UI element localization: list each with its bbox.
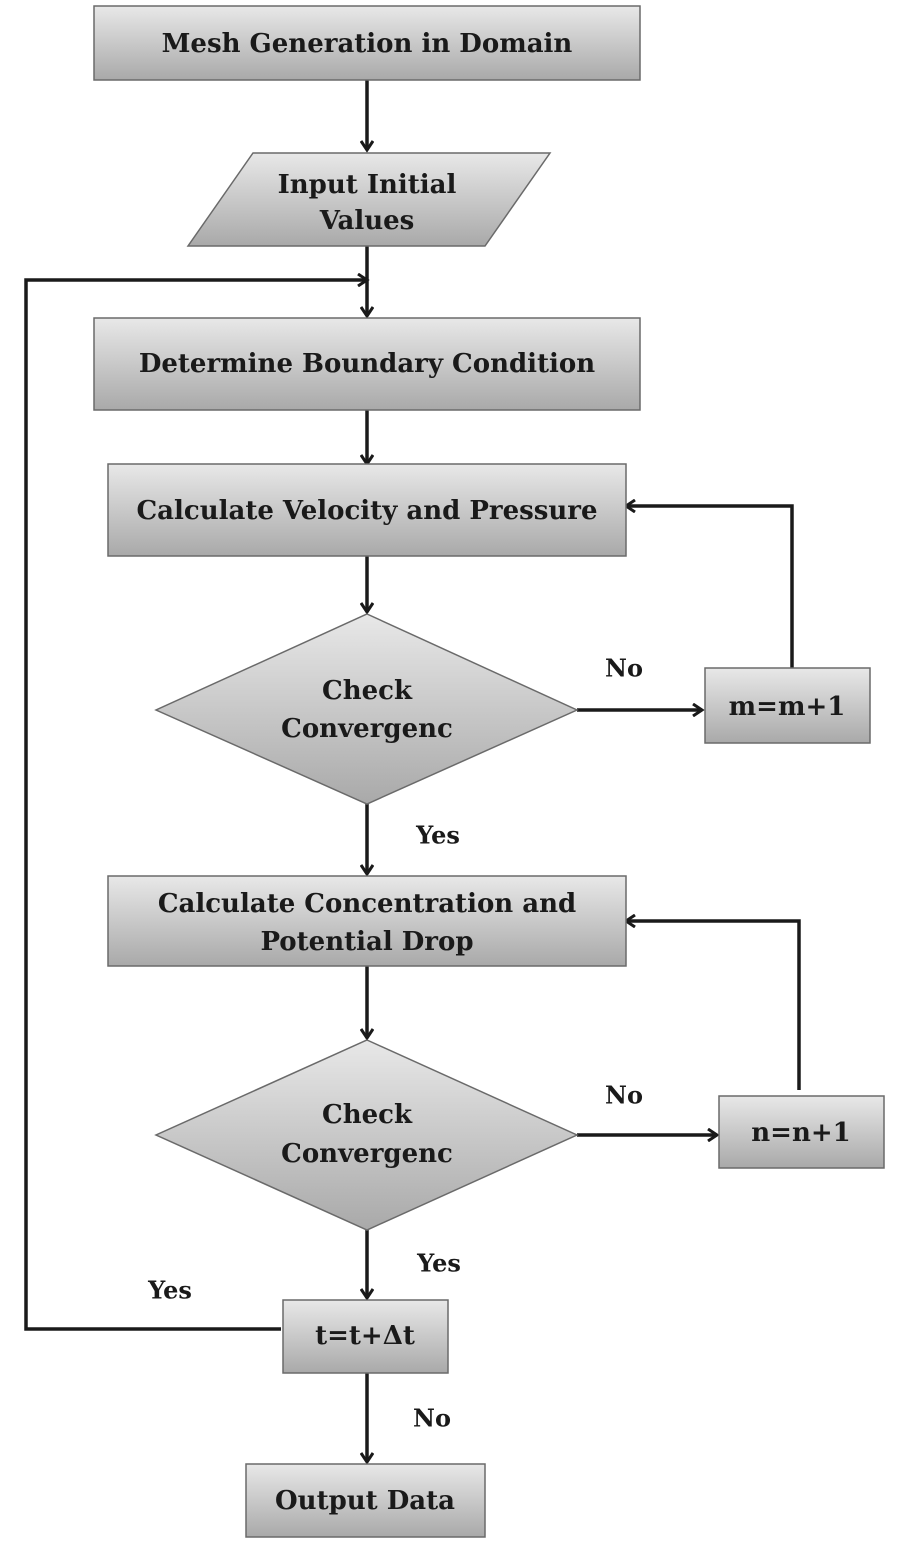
node-labels: Mesh Generation in Domain Input Initial …	[136, 29, 850, 1516]
calculate-velocity-pressure-box	[107, 463, 627, 557]
m-increment-box	[704, 667, 871, 744]
output-data-label: Output Data	[275, 1486, 455, 1516]
input-initial-values-parallelogram	[186, 152, 552, 247]
calculate-velocity-pressure-label: Calculate Velocity and Pressure	[136, 496, 597, 526]
n-increment-box	[718, 1095, 885, 1169]
check-convergence-2-label-line1: Check	[322, 1100, 413, 1130]
connectors	[24, 80, 801, 1462]
mesh-generation-box	[93, 5, 641, 81]
check-convergence-1-diamond	[154, 613, 579, 805]
time-step-label: t=t+Δt	[315, 1321, 415, 1351]
time-step-box	[282, 1299, 449, 1374]
input-initial-values-label-line2: Values	[319, 206, 415, 236]
calculate-concentration-label-line2: Potential Drop	[260, 927, 473, 957]
output-data-box	[245, 1463, 486, 1538]
determine-boundary-condition-label: Determine Boundary Condition	[139, 349, 595, 379]
calculate-concentration-box	[107, 875, 627, 967]
time-no-label: No	[413, 1404, 451, 1433]
m-increment-label: m=m+1	[729, 692, 846, 722]
edge-labels: No Yes No Yes Yes No	[147, 654, 643, 1433]
check2-no-label: No	[605, 1081, 643, 1110]
check-convergence-1-label-line2: Convergenc	[281, 714, 453, 744]
mesh-generation-label: Mesh Generation in Domain	[162, 29, 573, 59]
arrow-n-to-concentration	[626, 921, 801, 1090]
input-initial-values-label-line1: Input Initial	[278, 170, 457, 200]
determine-boundary-condition-box	[93, 317, 641, 411]
check1-no-label: No	[605, 654, 643, 683]
check-convergence-1-label-line1: Check	[322, 676, 413, 706]
check-convergence-2-label-line2: Convergenc	[281, 1139, 453, 1169]
check-convergence-2-diamond	[154, 1039, 579, 1231]
time-yes-label: Yes	[147, 1276, 192, 1305]
n-increment-label: n=n+1	[751, 1118, 850, 1148]
shapes	[93, 5, 885, 1538]
check1-yes-label: Yes	[415, 821, 460, 850]
arrow-loop-time-to-boundary	[24, 280, 367, 1331]
check2-yes-label: Yes	[416, 1249, 461, 1278]
arrow-m-to-velocity	[626, 506, 794, 668]
calculate-concentration-label-line1: Calculate Concentration and	[158, 889, 576, 919]
